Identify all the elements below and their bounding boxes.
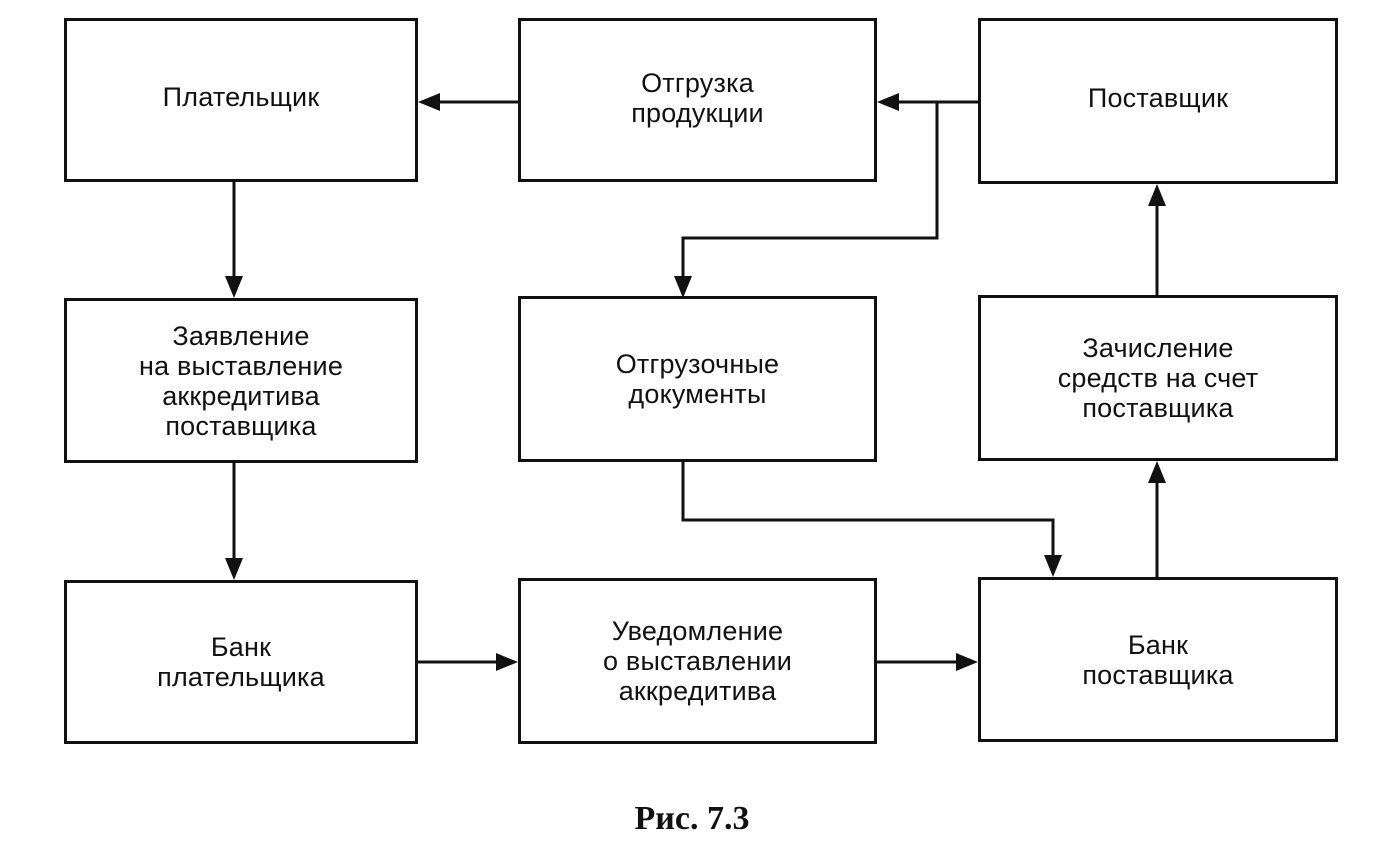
arrowhead (496, 653, 518, 671)
application-box: Заявление на выставление аккредитива пос… (64, 298, 418, 463)
arrowhead (1148, 184, 1166, 206)
arrowhead (1044, 555, 1062, 577)
supplier-box: Поставщик (978, 18, 1338, 184)
figure-caption: Рис. 7.3 (634, 800, 750, 837)
crediting-box: Зачисление средств на счет поставщика (978, 295, 1338, 461)
supplier-bank-box: Банк поставщика (978, 577, 1338, 742)
payer-bank-label: Банк плательщика (157, 632, 325, 692)
arrowhead (1148, 461, 1166, 483)
notice-label: Уведомление о выставлении аккредитива (602, 616, 793, 706)
shipment-label: Отгрузка продукции (631, 68, 764, 128)
edge-documents-to-supplier-bank (681, 462, 1055, 557)
supplier-label: Поставщик (1087, 83, 1229, 113)
notice-box: Уведомление о выставлении аккредитива (518, 578, 877, 744)
edge-supplier-to-documents (681, 102, 939, 278)
arrowhead (956, 653, 978, 671)
arrowhead (674, 276, 692, 298)
payer-label: Плательщик (162, 82, 320, 112)
arrowhead (225, 558, 243, 580)
application-label: Заявление на выставление аккредитива пос… (138, 320, 344, 441)
documents-box: Отгрузочные документы (518, 296, 877, 462)
payer-bank-box: Банк плательщика (64, 580, 418, 744)
supplier-bank-label: Банк поставщика (1082, 629, 1234, 690)
payer-box: Плательщик (64, 18, 418, 182)
shipment-box: Отгрузка продукции (518, 18, 877, 182)
arrowhead (418, 93, 440, 111)
arrowhead (225, 276, 243, 298)
crediting-label: Зачисление средств на счет поставщика (1057, 333, 1259, 423)
documents-label: Отгрузочные документы (615, 349, 780, 409)
arrowhead (877, 93, 899, 111)
